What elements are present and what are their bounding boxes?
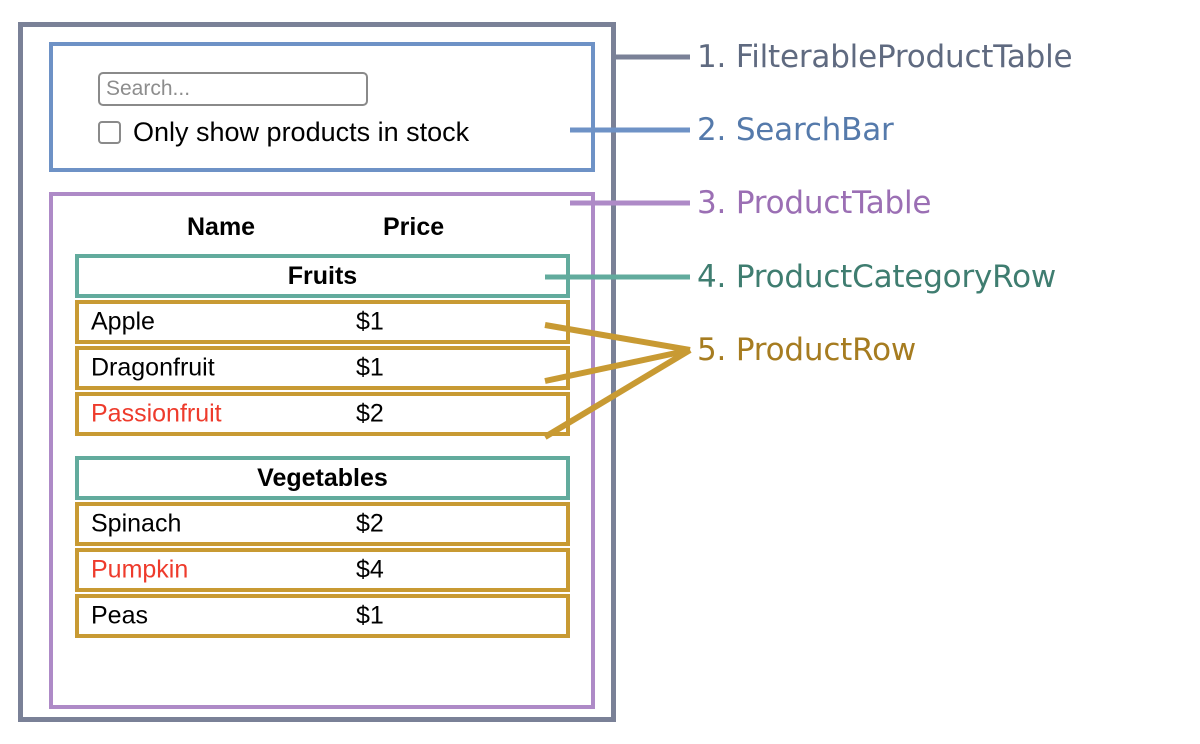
product-price: $1 [356,353,384,382]
stock-filter-label: Only show products in stock [133,117,470,147]
category-group-spacer [75,438,570,456]
filterable-product-table-frame: Only show products in stock Name Price F… [18,22,616,722]
product-row[interactable]: Dragonfruit $1 [75,346,570,390]
product-name: Pumpkin [91,555,189,584]
product-name: Spinach [91,509,182,538]
product-name: Dragonfruit [91,353,215,382]
stock-filter-row[interactable]: Only show products in stock [98,119,469,146]
annotation-label-product-category-row: 4. ProductCategoryRow [697,259,1057,295]
product-row[interactable]: Spinach $2 [75,502,570,546]
product-name: Peas [91,601,148,630]
annotation-label-filterable-product-table: 1. FilterableProductTable [697,39,1073,75]
product-row[interactable]: Apple $1 [75,300,570,344]
product-price: $1 [356,307,384,336]
product-category-row: Vegetables [75,456,570,500]
annotation-label-product-row: 5. ProductRow [697,332,917,368]
product-rows-area: Fruits Apple $1 Dragonfruit $1 Passionfr… [75,254,570,640]
column-header-name: Name [187,212,256,241]
table-header-row: Name Price [53,206,591,248]
product-price: $4 [356,555,384,584]
product-row[interactable]: Pumpkin $4 [75,548,570,592]
product-row[interactable]: Peas $1 [75,594,570,638]
product-price: $2 [356,509,384,538]
product-table-frame: Name Price Fruits Apple $1 Dragonfruit $… [49,192,595,709]
search-bar-frame: Only show products in stock [49,42,595,172]
search-input[interactable] [98,72,368,106]
product-price: $2 [356,399,384,428]
annotation-label-product-table: 3. ProductTable [697,185,932,221]
product-row[interactable]: Passionfruit $2 [75,392,570,436]
checkbox-icon[interactable] [98,121,121,144]
product-price: $1 [356,601,384,630]
product-name: Passionfruit [91,399,222,428]
product-name: Apple [91,307,155,336]
annotation-label-search-bar: 2. SearchBar [697,112,894,148]
product-category-row: Fruits [75,254,570,298]
column-header-price: Price [383,212,445,241]
product-category-label: Vegetables [257,463,388,492]
product-category-label: Fruits [287,261,358,290]
